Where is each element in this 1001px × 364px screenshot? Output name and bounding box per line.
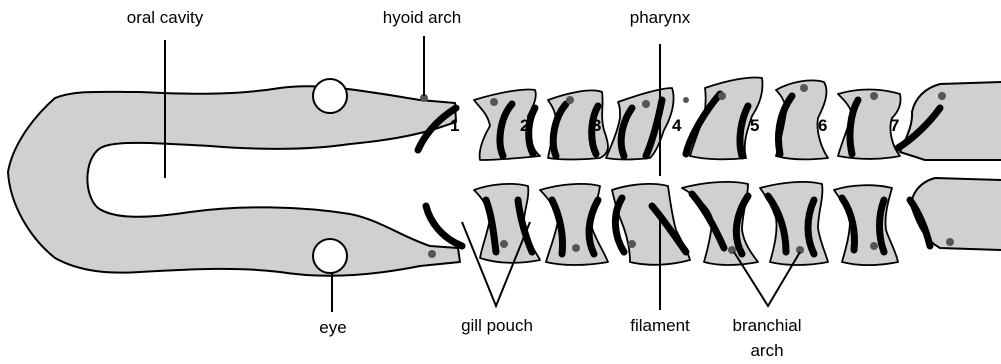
lower-arch-2 (540, 184, 608, 265)
eye-lower (313, 239, 347, 273)
label-branchial-arch-line1: branchial (733, 316, 802, 335)
slit-number-6: 6 (818, 116, 827, 135)
lower-arch-5 (760, 182, 828, 265)
lower-arch-3 (612, 184, 690, 265)
trunk-lower-dot (946, 238, 954, 246)
eye-upper (313, 79, 347, 113)
head-outline (8, 86, 460, 276)
lower-arch-4 (682, 182, 758, 265)
slit-number-7: 7 (890, 116, 899, 135)
upper-arch-4 (683, 97, 689, 103)
slit-number-4: 4 (672, 116, 682, 135)
label-pharynx: pharynx (630, 8, 691, 27)
slit-number-1: 1 (450, 116, 459, 135)
upper-arch-3 (606, 88, 674, 160)
slit-number-5: 5 (750, 116, 759, 135)
label-hyoid-arch: hyoid arch (383, 8, 461, 27)
slit-number-2: 2 (520, 116, 529, 135)
label-oral-cavity: oral cavity (127, 8, 204, 27)
trunk-upper-dot (938, 92, 946, 100)
hyoid-dot-lower (428, 250, 436, 258)
label-filament: filament (630, 316, 690, 335)
label-branchial-arch-line2: arch (750, 341, 783, 360)
hyoid-filament-lower (426, 206, 462, 246)
label-eye: eye (319, 318, 346, 337)
label-gill-pouch: gill pouch (461, 316, 533, 335)
upper-arch-1 (474, 89, 540, 160)
lower-arch-6 (834, 185, 898, 265)
slit-number-3: 3 (592, 116, 601, 135)
trunk-upper (900, 82, 1001, 160)
